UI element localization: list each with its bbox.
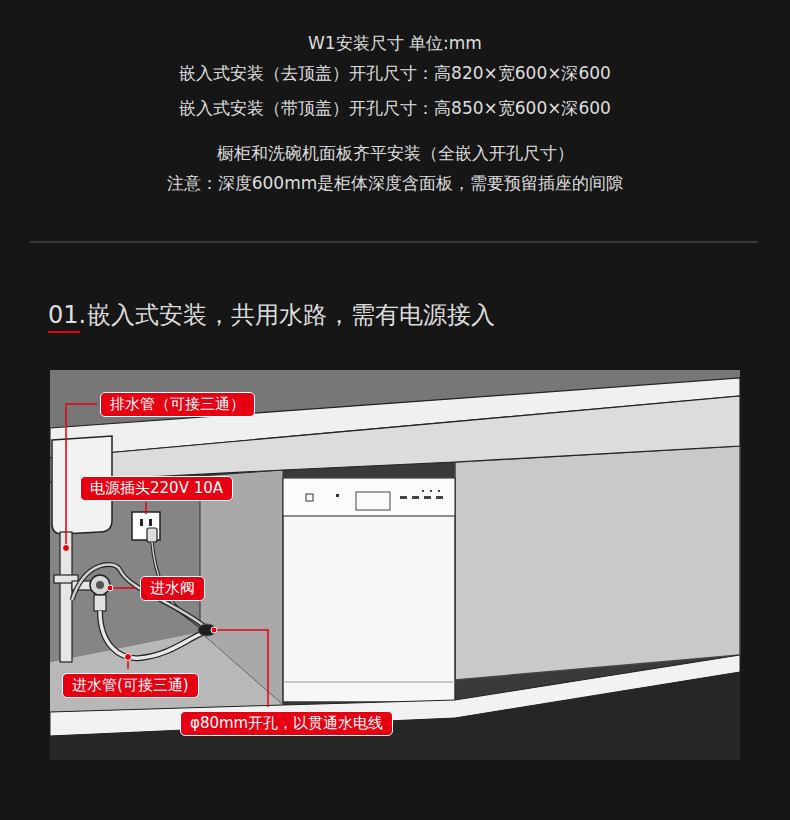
spec-note: 注意：深度600mm是柜体深度含面板，需要预留插座的间隙 xyxy=(0,172,790,195)
panel-button xyxy=(400,496,407,499)
panel-button xyxy=(424,496,431,499)
dishwasher-door xyxy=(283,478,455,702)
section-heading: 嵌入式安装，共用水路，需有电源接入 xyxy=(87,300,495,330)
callout-text: φ80mm开孔，以贯通水电线 xyxy=(190,714,383,733)
heading-underline xyxy=(48,331,80,333)
title: W1安装尺寸 单位:mm xyxy=(0,32,790,54)
spec-note: 嵌入式安装（带顶盖）开孔尺寸：高850×宽600×深600 xyxy=(0,97,790,120)
countertop-edge xyxy=(50,396,740,482)
leader-dot xyxy=(125,654,132,661)
right-cabinet xyxy=(455,446,740,680)
callout-box: φ80mm开孔，以贯通水电线 xyxy=(180,711,393,736)
floor xyxy=(50,672,740,760)
section-number: 01. xyxy=(48,300,86,330)
callout-text: 电源插头220V 10A xyxy=(90,479,223,498)
callout-text: 排水管（可接三通） xyxy=(110,395,245,414)
panel-button xyxy=(412,496,419,499)
panel-button xyxy=(436,496,443,499)
callout-box: 进水管(可接三通) xyxy=(62,673,199,698)
leader-line xyxy=(216,630,268,707)
leader-line xyxy=(145,502,147,514)
drain-hose xyxy=(72,564,204,626)
valve-outlet xyxy=(94,595,106,611)
through-hole xyxy=(198,624,216,636)
callout-box: 排水管（可接三通） xyxy=(100,392,255,417)
leader-dot xyxy=(107,585,113,591)
control-panel xyxy=(283,478,455,516)
leader-line xyxy=(110,587,136,589)
drain-pipe xyxy=(60,532,72,662)
door-bottom-line xyxy=(283,682,455,683)
cavity-floor xyxy=(50,632,283,712)
callout-text: 进水阀 xyxy=(150,579,195,598)
panel-buttons xyxy=(400,490,443,499)
divider-line xyxy=(30,242,758,243)
power-plug xyxy=(147,528,157,542)
socket-hole xyxy=(140,519,143,526)
drain-hose xyxy=(72,564,204,626)
illustration-ground xyxy=(50,370,740,760)
leader-dot xyxy=(63,545,70,552)
leader-line xyxy=(66,404,97,545)
leader-dots xyxy=(63,545,218,661)
spec-note: 橱柜和洗碗机面板齐平安装（全嵌入开孔尺寸） xyxy=(0,142,790,165)
callout-box: 电源插头220V 10A xyxy=(80,476,233,501)
spec-note: 嵌入式安装（去顶盖）开孔尺寸：高820×宽600×深600 xyxy=(0,62,790,85)
inlet-valve xyxy=(90,575,110,595)
panel-dot xyxy=(430,490,432,492)
leaders xyxy=(66,404,268,707)
leader-line xyxy=(127,660,129,669)
inlet-valve-knob xyxy=(96,581,104,589)
callout-text: 进水管(可接三通) xyxy=(72,676,189,695)
socket-hole xyxy=(149,519,152,526)
callout-box: 进水阀 xyxy=(140,576,205,601)
indicator xyxy=(336,494,339,497)
display xyxy=(356,492,390,510)
panel-dot xyxy=(422,490,424,492)
panel-dot xyxy=(438,490,440,492)
power-button xyxy=(306,494,313,501)
leader-dot xyxy=(211,627,217,633)
